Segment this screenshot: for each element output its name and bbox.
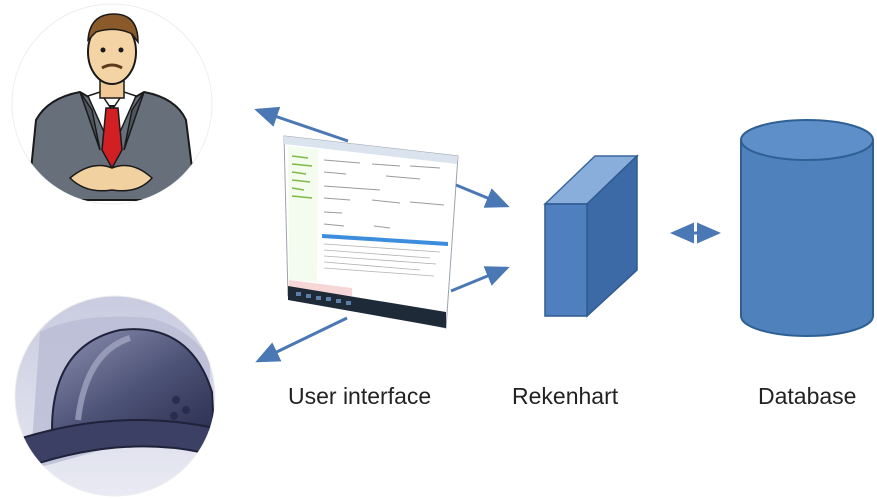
arrow-ui-to-rekenhart-top: [455, 183, 510, 208]
hard-hat-icon: [14, 295, 216, 497]
rekenhart-label: Rekenhart: [512, 383, 619, 409]
database-cylinder-icon: [740, 119, 874, 337]
arrow-ui-to-helmet: [255, 316, 348, 363]
arrows: [254, 106, 721, 363]
ui-screenshot-icon: [283, 135, 459, 329]
businessman-icon: [11, 3, 213, 205]
arrow-ui-to-person: [254, 106, 349, 143]
arrow-ui-to-rekenhart-bottom: [450, 266, 510, 293]
database-label: Database: [758, 383, 857, 409]
rekenhart-box-icon: [543, 154, 639, 318]
user-interface-label: User interface: [288, 383, 432, 409]
